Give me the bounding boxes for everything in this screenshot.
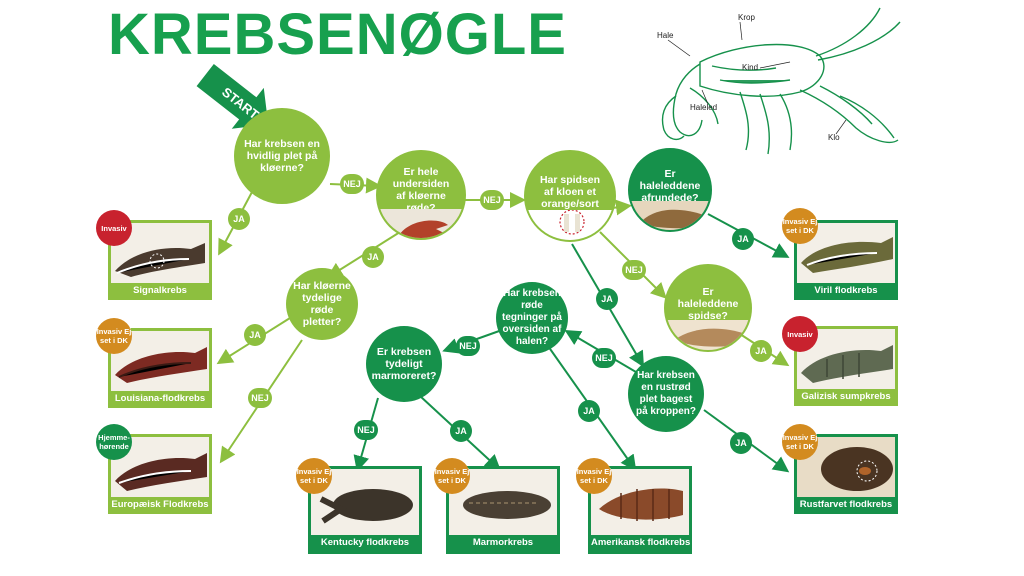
species-name: Amerikansk flodkrebs: [591, 537, 691, 548]
answer-nej: NEJ: [456, 336, 480, 356]
question-rounded-segments: Er haleleddene afrundede?: [628, 148, 712, 232]
answer-ja: JA: [596, 288, 618, 310]
status-badge-invasiv-ej-set: Invasiv Ej set i DK: [782, 208, 818, 244]
crayfish-photo: [797, 223, 895, 283]
species-card-rustfarvet: Rustfarvet flodkrebs: [794, 434, 898, 514]
status-badge-invasiv: Invasiv: [96, 210, 132, 246]
page-title: KREBSENØGLE: [108, 2, 567, 67]
answer-ja: JA: [750, 340, 772, 362]
question-red-spots: Har kløerne tydelige røde pletter?: [286, 268, 358, 340]
species-card-galizisk: Galizisk sumpkrebs: [794, 326, 898, 406]
status-badge-invasiv-ej-set: Invasiv Ej set i DK: [96, 318, 132, 354]
answer-ja: JA: [228, 208, 250, 230]
question-rust-spot: Har krebsen en rustrød plet bagest på kr…: [628, 356, 704, 432]
species-name: Marmorkrebs: [472, 537, 534, 548]
status-badge-hjemmehoerende: Hjemme-hørende: [96, 424, 132, 460]
species-name: Kentucky flodkrebs: [320, 537, 410, 548]
status-badge-invasiv: Invasiv: [782, 316, 818, 352]
answer-ja: JA: [730, 432, 752, 454]
tail-photo: [666, 319, 750, 350]
answer-ja: JA: [450, 420, 472, 442]
question-text: Er haleleddene spidse?: [677, 286, 739, 322]
answer-nej: NEJ: [340, 174, 364, 194]
answer-nej: NEJ: [354, 420, 378, 440]
question-text: Har kløerne tydelige røde pletter?: [293, 280, 351, 328]
answer-ja: JA: [578, 400, 600, 422]
question-text: Har krebsen en rustrød plet bagest på kr…: [635, 370, 696, 417]
species-name: Galizisk sumpkrebs: [801, 391, 891, 402]
status-badge-invasiv-ej-set: Invasiv Ej set i DK: [434, 458, 470, 494]
question-pointed-segments: Er haleleddene spidse?: [664, 264, 752, 352]
question-red-tail-markings: Har krebsen røde tegninger på oversiden …: [496, 282, 568, 354]
answer-nej: NEJ: [622, 260, 646, 280]
question-text: Er haleleddene afrundede?: [639, 168, 701, 204]
answer-nej: NEJ: [248, 388, 272, 408]
species-card-signalkrebs: Signalkrebs: [108, 220, 212, 300]
status-badge-invasiv-ej-set: Invasiv Ej set i DK: [576, 458, 612, 494]
species-name: Europæisk Flodkrebs: [111, 499, 209, 510]
question-white-spot: Har krebsen en hvidlig plet på kløerne?: [234, 108, 330, 204]
claw-tip-photo: [526, 209, 614, 240]
answer-nej: NEJ: [480, 190, 504, 210]
status-badge-invasiv-ej-set: Invasiv Ej set i DK: [296, 458, 332, 494]
species-name: Viril flodkrebs: [814, 285, 878, 296]
question-text: Er hele undersiden af kløerne røde?: [392, 166, 450, 214]
claw-photo: [378, 208, 464, 238]
answer-nej: NEJ: [592, 348, 616, 368]
status-badge-invasiv-ej-set: Invasiv Ej set i DK: [782, 424, 818, 460]
species-name: Signalkrebs: [133, 285, 187, 296]
crayfish-anatomy-drawing: [661, 7, 901, 155]
answer-ja: JA: [732, 228, 754, 250]
question-orange-band: Har spidsen af kloen et orange/sort bånd…: [524, 150, 616, 242]
tail-photo: [630, 201, 710, 230]
question-red-underside: Er hele undersiden af kløerne røde?: [376, 150, 466, 240]
species-name: Rustfarvet flodkrebs: [799, 499, 893, 510]
question-text: Er krebsen tydeligt marmoreret?: [371, 346, 437, 382]
answer-ja: JA: [362, 246, 384, 268]
species-name: Louisiana-flodkrebs: [114, 393, 206, 404]
answer-ja: JA: [244, 324, 266, 346]
question-text: Har krebsen røde tegninger på oversiden …: [501, 288, 562, 347]
arrow-q3-q4: [611, 199, 632, 216]
question-text: Har krebsen en hvidlig plet på kløerne?: [244, 138, 320, 174]
question-marbled: Er krebsen tydeligt marmoreret?: [366, 326, 442, 402]
